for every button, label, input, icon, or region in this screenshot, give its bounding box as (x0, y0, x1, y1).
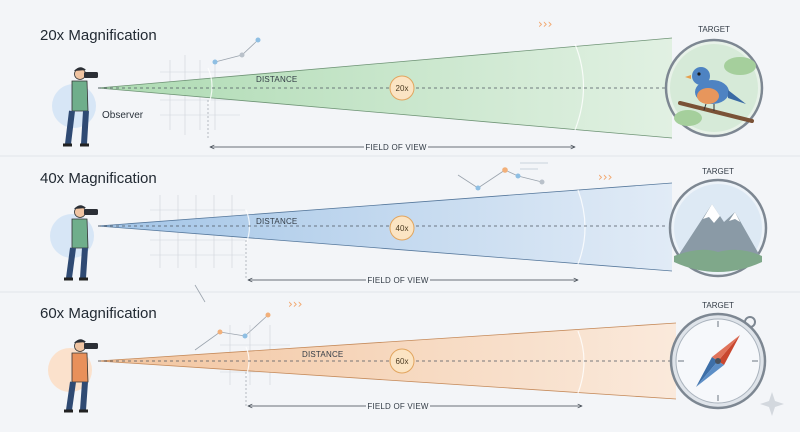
node-dot (502, 167, 508, 173)
node-dot (539, 179, 545, 185)
label-mask (366, 274, 430, 286)
beam-edge (97, 360, 677, 400)
magnification-badge (389, 75, 415, 101)
distance-label: DISTANCE (256, 217, 297, 226)
magnification-badge (389, 215, 415, 241)
node-dot (475, 185, 481, 191)
chevrons-icon: ››› (288, 297, 302, 311)
node-dot (265, 312, 271, 318)
node-dot (239, 52, 245, 58)
chevrons-icon: ››› (598, 170, 612, 184)
magnification-value: 40x (396, 224, 409, 233)
target-label: TARGET (702, 301, 734, 310)
compass-icon (669, 312, 767, 410)
node-dot (515, 173, 521, 179)
magnification-value: 20x (396, 84, 409, 93)
view-cone-beam (98, 183, 672, 271)
line-decoration (457, 169, 543, 189)
line-decoration (214, 39, 259, 63)
panel-40x: 40x Magnification ››› DISTANCE 40x FIELD… (40, 162, 768, 286)
field-of-view-label: FIELD OF VIEW (367, 402, 429, 411)
line-decoration (194, 314, 269, 351)
panel-60x: 60x Magnification ››› DISTANCE 60x FIELD… (40, 284, 767, 413)
wavefront-arc (577, 189, 586, 265)
chevrons-icon: ››› (538, 17, 552, 31)
label-mask (364, 141, 428, 153)
node-dot (255, 37, 261, 43)
target-label: TARGET (702, 167, 734, 176)
node-dot (242, 333, 248, 339)
grid-decoration (150, 195, 245, 268)
mountain-icon (668, 178, 768, 278)
field-of-view-label: FIELD OF VIEW (367, 276, 429, 285)
field-of-view-label: FIELD OF VIEW (365, 143, 427, 152)
panel-title: 40x Magnification (40, 170, 157, 187)
wavefront-arc (577, 330, 585, 394)
bluebird-icon (664, 38, 764, 138)
target-label: TARGET (698, 25, 730, 34)
distance-label: DISTANCE (256, 75, 297, 84)
panel-title: 20x Magnification (40, 27, 157, 44)
wavefront-arc (207, 67, 213, 107)
beam-edge (97, 225, 673, 272)
magnification-value: 60x (396, 357, 409, 366)
beam-edge (97, 182, 673, 227)
wavefront-arc (245, 209, 251, 245)
line-decoration (194, 284, 206, 303)
node-dot (217, 329, 223, 335)
panel-title: 60x Magnification (40, 305, 157, 322)
view-cone-beam (98, 38, 672, 138)
panel-20x: 20x Magnification ››› DISTANCE 20x FIELD… (40, 17, 764, 153)
label-mask (366, 400, 430, 412)
beam-edge (97, 322, 677, 362)
observer-figure (50, 205, 98, 281)
observer-label: Observer (102, 110, 144, 121)
observer-figure (52, 67, 98, 147)
wavefront-arc (574, 43, 585, 131)
distance-label: DISTANCE (302, 350, 343, 359)
magnification-badge (389, 348, 415, 374)
beam-edge (97, 87, 673, 139)
observer-figure (48, 339, 98, 413)
node-dot (212, 59, 218, 65)
sparkle-icon (760, 392, 784, 416)
